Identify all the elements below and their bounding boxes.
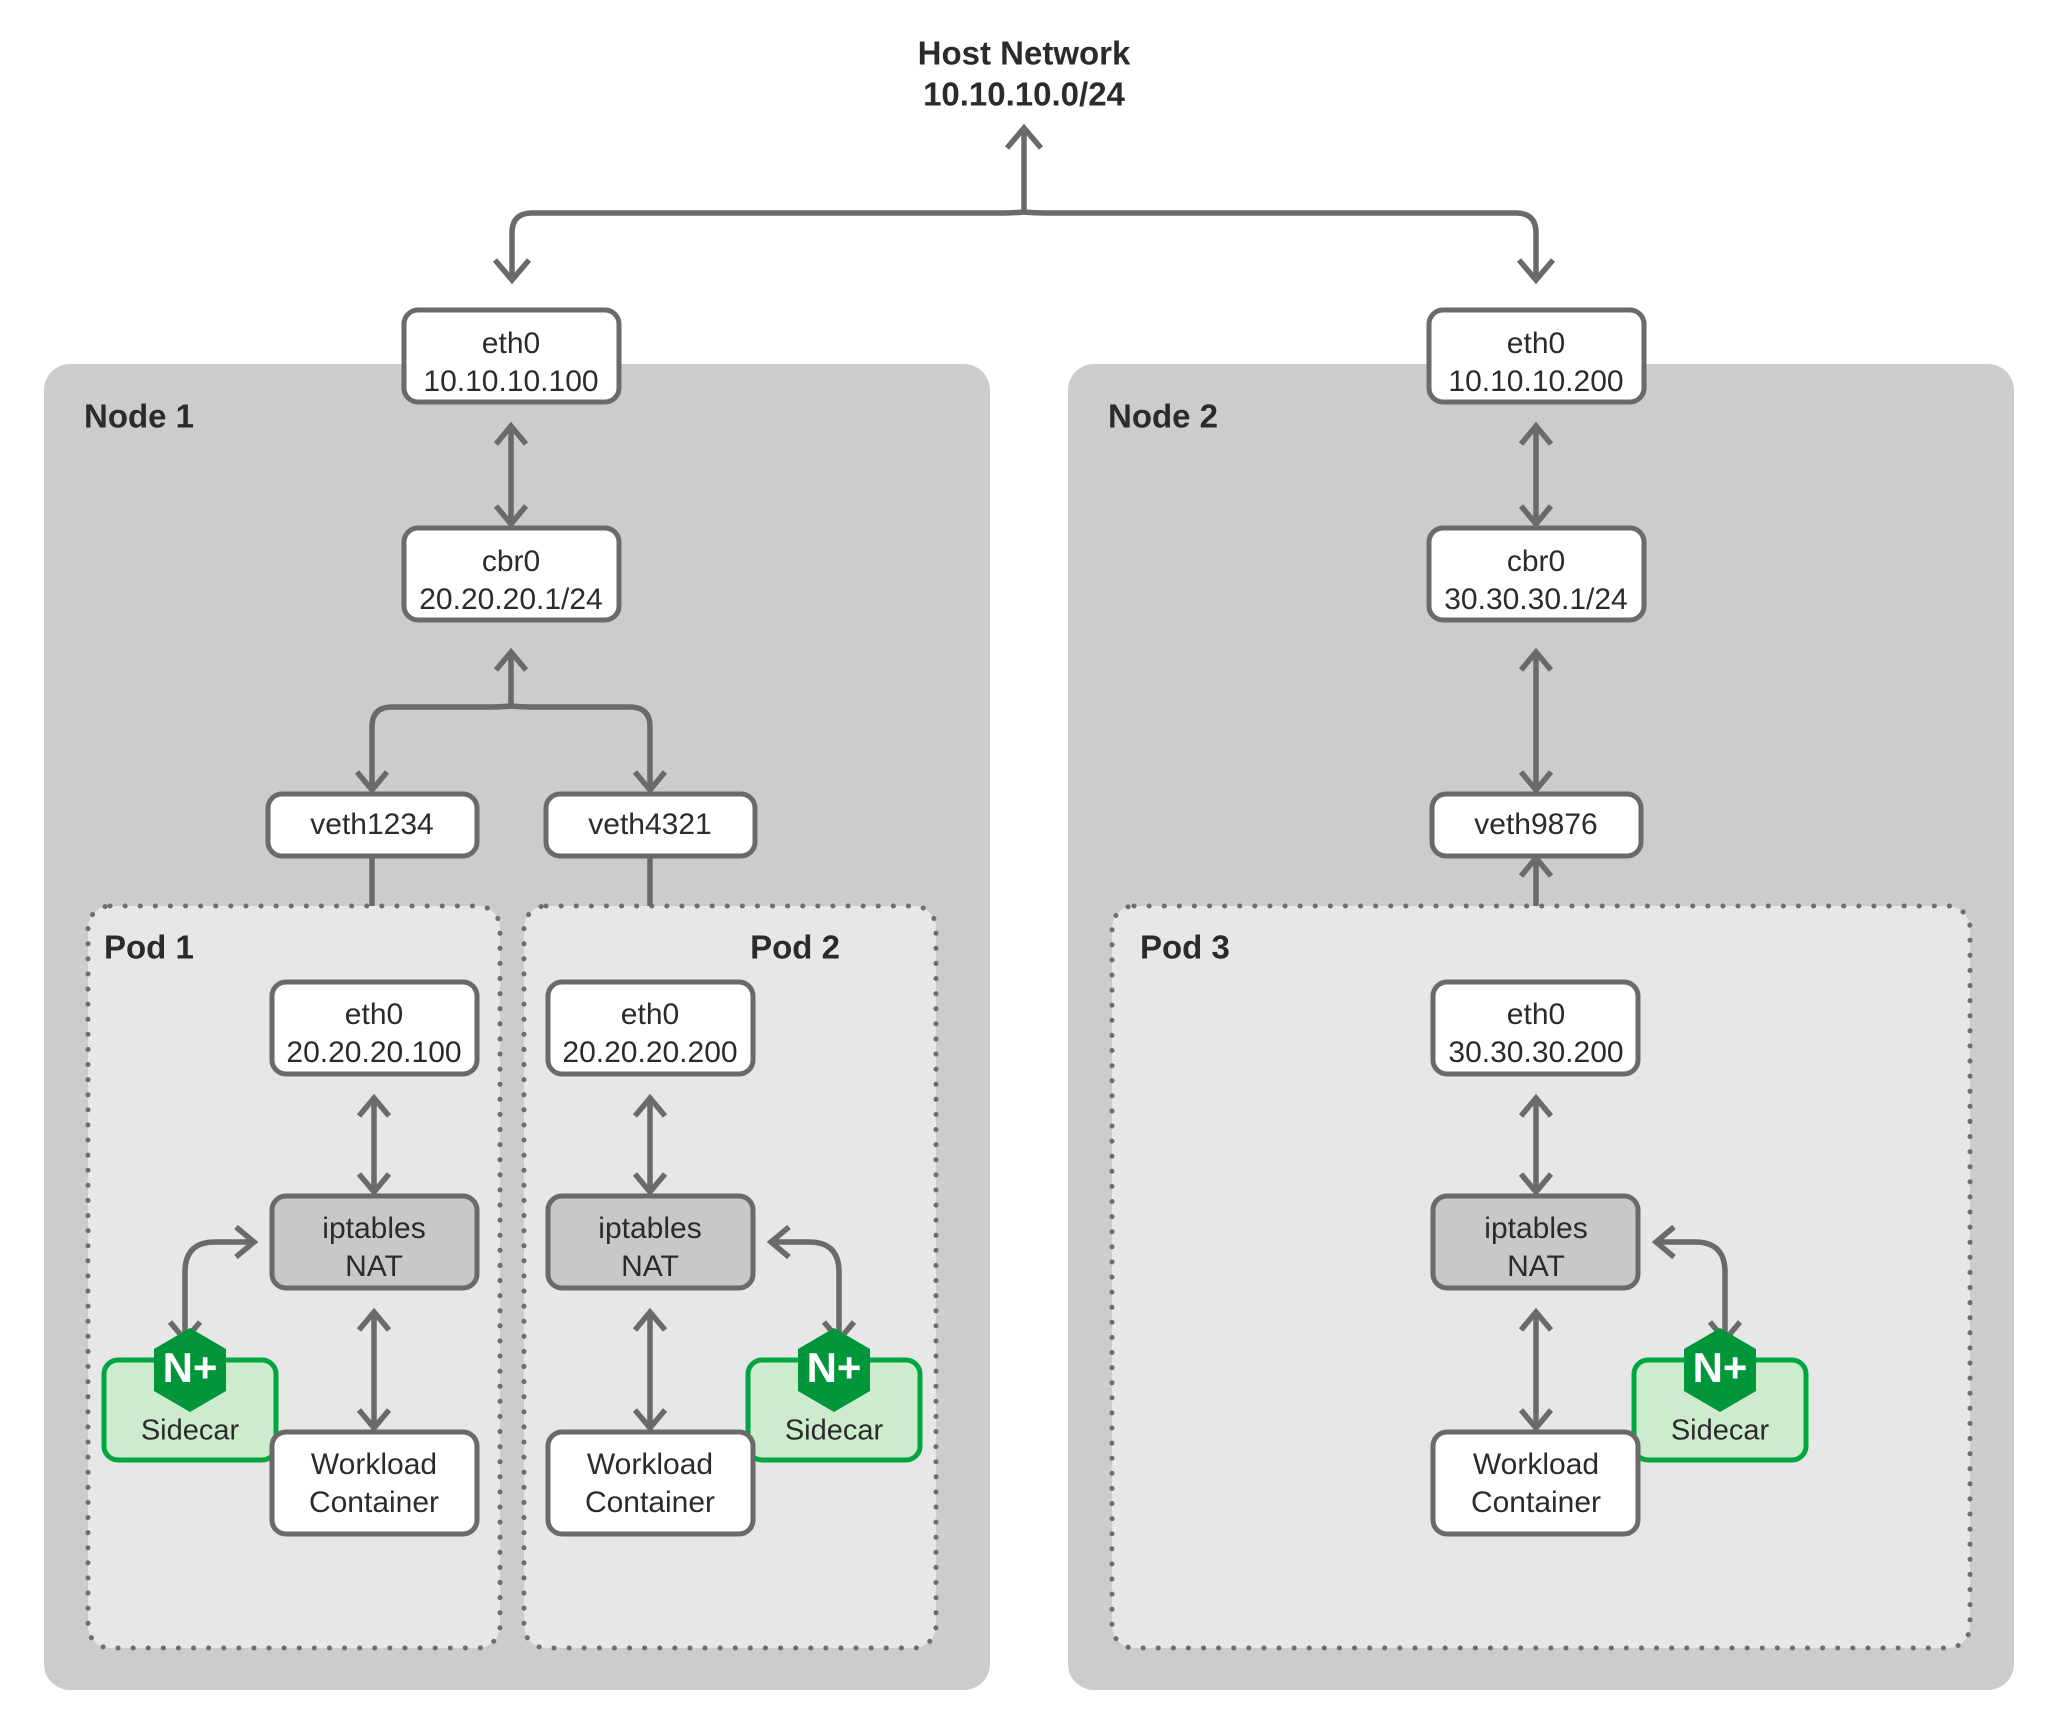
- host-network-subnet: 10.10.10.0/24: [923, 76, 1125, 113]
- pod-1-nat-line1: iptables: [322, 1212, 425, 1245]
- node-1-eth0-cbr0-link: [493, 421, 529, 529]
- pod-1-label: Pod 1: [104, 929, 194, 966]
- pod-2-sidecar-label: Sidecar: [785, 1415, 884, 1447]
- pod-3-eth0-name: eth0: [1507, 998, 1565, 1031]
- veth-label: veth4321: [588, 808, 711, 841]
- pod-1-workload-container-box: Workload Container: [269, 1429, 480, 1537]
- pod-2-nat-workload-link: [632, 1307, 668, 1433]
- pod-3-nat-line2: NAT: [1507, 1250, 1565, 1283]
- node-2-eth0-name: eth0: [1507, 327, 1565, 360]
- pod-3-nat-workload-link: [1518, 1307, 1554, 1433]
- node-2-cbr0-name: cbr0: [1507, 545, 1565, 578]
- pod-2-nat-line1: iptables: [598, 1212, 701, 1245]
- node-1-veth4321-box: veth4321: [543, 791, 758, 859]
- node-1-cbr0-veth-branch: [354, 647, 668, 795]
- pod-3-eth0-nat-link: [1518, 1093, 1554, 1197]
- pod-2-workload-line2: Container: [585, 1486, 715, 1519]
- node-2-label: Node 2: [1108, 398, 1218, 435]
- node-1-eth0-ip: 10.10.10.100: [423, 365, 598, 398]
- pod-1-eth0-box: eth0 20.20.20.100: [269, 979, 480, 1077]
- pod-3-workload-container-box: Workload Container: [1430, 1429, 1641, 1537]
- node-1-eth0-name: eth0: [482, 327, 540, 360]
- pod-1-sidecar: N+ Sidecar: [101, 1328, 279, 1463]
- pod-2-eth0-name: eth0: [621, 998, 679, 1031]
- node-2-eth0-cbr0-link: [1518, 421, 1554, 529]
- pod-2-workload-container-box: Workload Container: [545, 1429, 756, 1537]
- nginx-plus-logo-text: N+: [1693, 1344, 1748, 1391]
- node-1-cbr0-box: cbr0 20.20.20.1/24: [401, 525, 622, 623]
- pod-1-sidecar-label: Sidecar: [141, 1415, 240, 1447]
- pod-2-sidecar: N+ Sidecar: [745, 1328, 923, 1463]
- veth-label: veth9876: [1474, 808, 1597, 841]
- pod-3-nat-line1: iptables: [1484, 1212, 1587, 1245]
- node-2-eth0-ip: 10.10.10.200: [1448, 365, 1623, 398]
- pod-3-iptables-nat-box: iptables NAT: [1430, 1193, 1641, 1291]
- pod-1-eth0-ip: 20.20.20.100: [286, 1036, 461, 1069]
- pod-1-eth0-nat-link: [356, 1093, 392, 1197]
- pod-2-workload-line1: Workload: [587, 1448, 713, 1481]
- pod-1-iptables-nat-box: iptables NAT: [269, 1193, 480, 1291]
- node-2-veth9876-box: veth9876: [1429, 791, 1644, 859]
- node-1-eth0-box: eth0 10.10.10.100: [401, 307, 622, 405]
- node-2-eth0-box: eth0 10.10.10.200: [1426, 307, 1647, 405]
- pod-2-nat-line2: NAT: [621, 1250, 679, 1283]
- pod-2-eth0-box: eth0 20.20.20.200: [545, 979, 756, 1077]
- pod-3-eth0-box: eth0 30.30.30.200: [1430, 979, 1641, 1077]
- nginx-plus-hexagon-icon: [1684, 1328, 1756, 1412]
- pod-1-eth0-name: eth0: [345, 998, 403, 1031]
- pod-1-nat-line2: NAT: [345, 1250, 403, 1283]
- pod-1-workload-line2: Container: [309, 1486, 439, 1519]
- pod-3-sidecar: N+ Sidecar: [1631, 1328, 1809, 1463]
- node-1-veth1234-box: veth1234: [265, 791, 480, 859]
- pod-3-workload-line2: Container: [1471, 1486, 1601, 1519]
- pod-1-nat-workload-link: [356, 1307, 392, 1433]
- nginx-plus-hexagon-icon: [154, 1328, 226, 1412]
- pod-2-iptables-nat-box: iptables NAT: [545, 1193, 756, 1291]
- pod-3-sidecar-label: Sidecar: [1671, 1415, 1770, 1447]
- pod-2-eth0-ip: 20.20.20.200: [562, 1036, 737, 1069]
- node-1-cbr0-ip: 20.20.20.1/24: [419, 583, 603, 616]
- nginx-plus-hexagon-icon: [798, 1328, 870, 1412]
- node-1-label: Node 1: [84, 398, 194, 435]
- nginx-plus-logo-text: N+: [807, 1344, 862, 1391]
- veth-label: veth1234: [310, 808, 433, 841]
- pod-2-label: Pod 2: [750, 929, 840, 966]
- node-2-cbr0-veth-link: [1518, 647, 1554, 795]
- pod-3-label: Pod 3: [1140, 929, 1230, 966]
- host-network-title: Host Network: [918, 35, 1131, 72]
- pod-3-eth0-ip: 30.30.30.200: [1448, 1036, 1623, 1069]
- pod-1-workload-line1: Workload: [311, 1448, 437, 1481]
- node-2-cbr0-ip: 30.30.30.1/24: [1444, 583, 1628, 616]
- host-network-trunk-connector: [492, 123, 1556, 285]
- node-2-cbr0-box: cbr0 30.30.30.1/24: [1426, 525, 1647, 623]
- node-1-cbr0-name: cbr0: [482, 545, 540, 578]
- nginx-plus-logo-text: N+: [163, 1344, 218, 1391]
- pod-2-eth0-nat-link: [632, 1093, 668, 1197]
- pod-3-workload-line1: Workload: [1473, 1448, 1599, 1481]
